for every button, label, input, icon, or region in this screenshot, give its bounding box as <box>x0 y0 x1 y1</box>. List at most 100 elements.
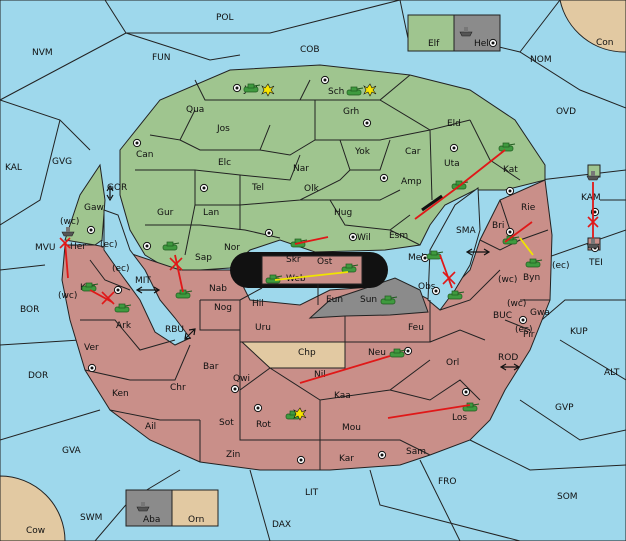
region-label-ver[interactable]: Ver <box>84 343 99 353</box>
army-tank-icon[interactable] <box>346 86 364 96</box>
region-label-ovd[interactable]: OVD <box>556 107 576 117</box>
region-label-chp[interactable]: Chp <box>298 348 316 358</box>
region-label-byn[interactable]: Byn <box>523 273 540 283</box>
region-label-bar[interactable]: Bar <box>203 362 219 372</box>
region-label-som[interactable]: SOM <box>557 492 578 502</box>
region-label-feu[interactable]: Feu <box>408 323 424 333</box>
region-label-gaw[interactable]: Gaw <box>84 203 104 213</box>
region-label-rie[interactable]: Rie <box>521 203 536 213</box>
fleet-ship-icon[interactable] <box>586 171 600 181</box>
region-label-buc[interactable]: BUC <box>493 311 512 321</box>
region-label-esm[interactable]: Esm <box>389 231 408 241</box>
region-label-kup[interactable]: KUP <box>570 327 588 337</box>
fleet-ship-icon[interactable] <box>459 27 473 37</box>
region-label-ail[interactable]: Ail <box>145 422 156 432</box>
region-label-hug[interactable]: Hug <box>334 208 352 218</box>
region-label-grh[interactable]: Grh <box>343 107 359 117</box>
army-tank-icon[interactable] <box>525 258 543 268</box>
region-label-cow[interactable]: Cow <box>26 526 45 536</box>
region-label-nor[interactable]: Nor <box>224 243 240 253</box>
region-label-elc[interactable]: Elc <box>218 158 231 168</box>
region-label-cob[interactable]: COB <box>300 45 320 55</box>
home-box-elf[interactable] <box>407 14 455 52</box>
region-label-kaa[interactable]: Kaa <box>334 391 351 401</box>
home-box-orn[interactable] <box>171 489 219 527</box>
region-label-sot[interactable]: Sot <box>219 418 234 428</box>
region-label-nar[interactable]: Nar <box>293 164 309 174</box>
region-label-chr[interactable]: Chr <box>170 383 186 393</box>
region-label-nab[interactable]: Nab <box>209 284 227 294</box>
army-tank-icon[interactable] <box>81 282 99 292</box>
home-box-bottom[interactable]: Aba Orn <box>125 489 219 527</box>
region-label-sap[interactable]: Sap <box>195 253 212 263</box>
region-label-nil[interactable]: Nil <box>314 370 326 380</box>
region-label-kam[interactable]: KAM <box>581 193 601 203</box>
region-label-mit[interactable]: MIT <box>135 276 151 286</box>
army-tank-icon[interactable] <box>389 348 407 358</box>
region-label-kat[interactable]: Kat <box>503 165 518 175</box>
corner-cow[interactable] <box>0 475 66 541</box>
region-label-kal[interactable]: KAL <box>5 163 22 173</box>
region-label-gor[interactable]: GOR <box>107 183 127 193</box>
fleet-ship-icon[interactable] <box>61 227 75 237</box>
region-label-qua[interactable]: Qua <box>186 105 204 115</box>
region-label-orl[interactable]: Orl <box>446 358 459 368</box>
region-label-tei[interactable]: TEI <box>588 258 603 268</box>
region-label-bor[interactable]: BOR <box>20 305 39 315</box>
region-label-amp[interactable]: Amp <box>401 177 422 187</box>
region-label-lan[interactable]: Lan <box>203 208 219 218</box>
region-label-ken[interactable]: Ken <box>112 389 129 399</box>
region-label-gwa[interactable]: Gwa <box>530 308 550 318</box>
region-label-obs[interactable]: Obs <box>418 282 436 292</box>
region-label-ost[interactable]: Ost <box>317 257 333 267</box>
region-label-nog[interactable]: Nog <box>214 303 232 313</box>
region-label-mou[interactable]: Mou <box>342 423 361 433</box>
region-label-pir[interactable]: Pir <box>523 330 535 340</box>
region-label-alt[interactable]: ALT <box>604 368 620 378</box>
region-label-dor[interactable]: DOR <box>28 371 48 381</box>
home-box-aba[interactable] <box>125 489 173 527</box>
region-label-fun[interactable]: FUN <box>152 53 171 63</box>
army-tank-icon[interactable] <box>498 142 516 152</box>
region-label-ark[interactable]: Ark <box>116 321 132 331</box>
army-tank-icon[interactable] <box>447 290 465 300</box>
region-label-mvu[interactable]: MVU <box>35 243 56 253</box>
fleet-ship-icon[interactable] <box>136 502 150 512</box>
region-label-pol[interactable]: POL <box>216 13 234 23</box>
army-tank-icon[interactable] <box>243 83 261 93</box>
region-label-neu[interactable]: Neu <box>368 348 386 358</box>
region-label-wil[interactable]: Wil <box>357 233 371 243</box>
region-label-hil[interactable]: Hil <box>252 299 264 309</box>
region-label-gva[interactable]: GVA <box>62 446 82 456</box>
army-tank-icon[interactable] <box>341 263 359 273</box>
army-tank-icon[interactable] <box>380 295 398 305</box>
region-label-car[interactable]: Car <box>405 147 421 157</box>
region-label-fro[interactable]: FRO <box>438 477 457 487</box>
region-label-mel[interactable]: Mel <box>408 253 424 263</box>
region-label-bri[interactable]: Bri <box>492 221 504 231</box>
region-label-kar[interactable]: Kar <box>339 454 354 464</box>
region-label-eun[interactable]: Eun <box>326 295 343 305</box>
region-label-sch[interactable]: Sch <box>328 87 344 97</box>
region-label-rod[interactable]: ROD <box>498 353 518 363</box>
region-label-lit[interactable]: LIT <box>305 488 319 498</box>
region-label-web[interactable]: Web <box>286 274 306 284</box>
region-label-con[interactable]: Con <box>596 38 614 48</box>
region-label-nom[interactable]: NOM <box>530 55 552 65</box>
home-box-top[interactable]: Elf Hel <box>407 14 501 52</box>
region-label-skr[interactable]: Skr <box>286 255 301 265</box>
region-label-los[interactable]: Los <box>452 413 467 423</box>
region-label-gvg[interactable]: GVG <box>52 157 72 167</box>
region-label-jos[interactable]: Jos <box>216 124 230 134</box>
army-tank-icon[interactable] <box>114 303 132 313</box>
region-label-eld[interactable]: Eld <box>447 119 461 129</box>
region-label-tel[interactable]: Tel <box>251 183 264 193</box>
region-label-yok[interactable]: Yok <box>354 147 371 157</box>
region-label-sma[interactable]: SMA <box>456 226 476 236</box>
region-label-uta[interactable]: Uta <box>444 159 460 169</box>
region-label-nvm[interactable]: NVM <box>32 48 53 58</box>
region-label-uru[interactable]: Uru <box>255 323 271 333</box>
region-label-zin[interactable]: Zin <box>226 450 240 460</box>
region-label-gur[interactable]: Gur <box>157 208 174 218</box>
region-label-swm[interactable]: SWM <box>80 513 102 523</box>
